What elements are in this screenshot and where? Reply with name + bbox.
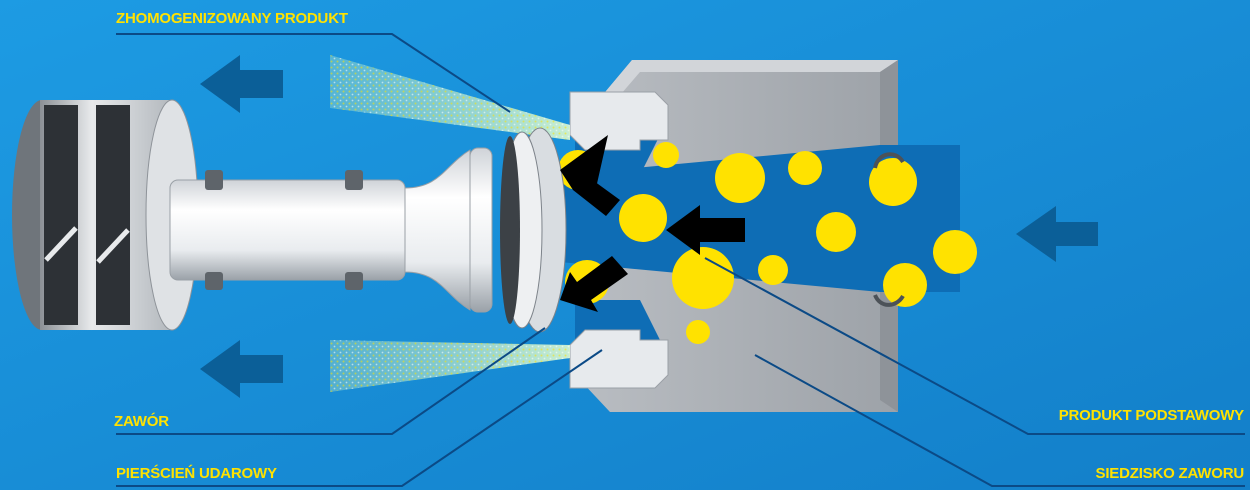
seat-hook-top (873, 152, 905, 169)
homogenized-product-label: ZHOMOGENIZOWANY PRODUKT (116, 10, 348, 27)
impact-ring-label: PIERŚCIEŃ UDAROWY (116, 465, 277, 482)
product-particles (558, 142, 977, 344)
seat-hook-bottom (873, 294, 905, 307)
leader-ring (116, 349, 603, 487)
outflow-arrow-top (200, 55, 283, 113)
valve-shaft (169, 147, 493, 313)
outflow-arrow-bottom (200, 340, 283, 398)
leader-lines (116, 33, 1245, 487)
valve-drum (12, 99, 199, 331)
valve-head (500, 127, 567, 333)
valve-label: ZAWÓR (114, 413, 169, 430)
leader-seat (754, 354, 1245, 487)
valve-seat-label: SIEDZISKO ZAWORU (1095, 465, 1245, 482)
homogenized-spray-top-dots (330, 55, 570, 140)
inflow-arrow (1016, 206, 1098, 262)
leader-homogenized (116, 33, 511, 113)
impact-ring (569, 91, 669, 389)
pressure-arrows (560, 135, 745, 312)
base-product-label: PRODUKT PODSTAWOWY (1058, 407, 1244, 424)
leader-zawor (116, 327, 546, 435)
leader-base (704, 257, 1245, 435)
